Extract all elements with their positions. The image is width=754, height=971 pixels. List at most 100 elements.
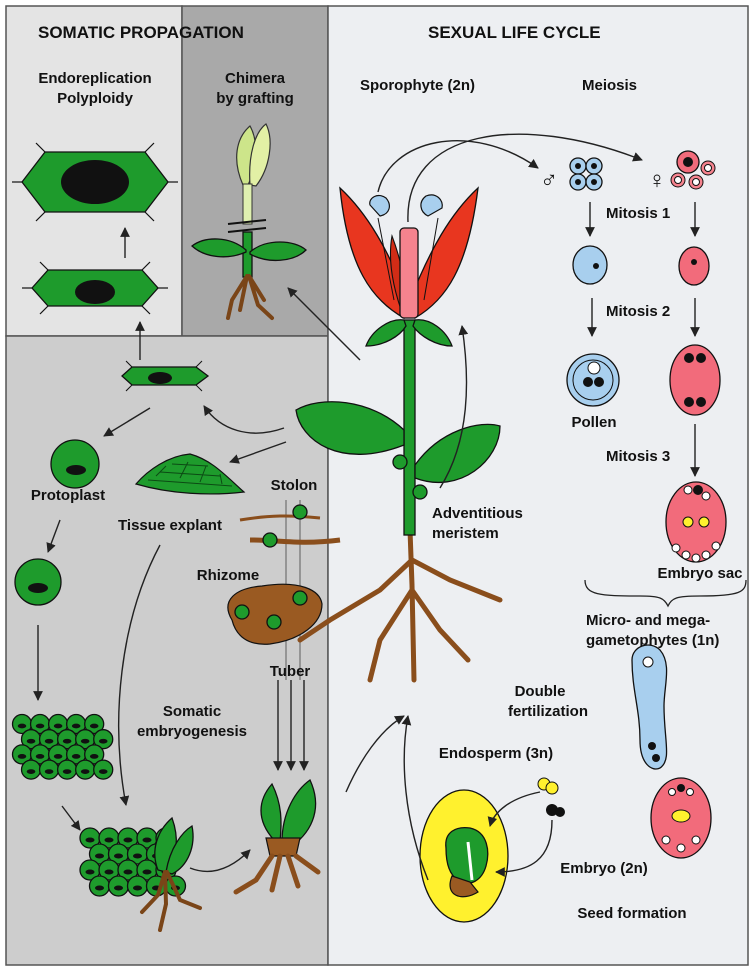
- label-meristem: meristem: [432, 525, 499, 542]
- arrow-callus-to-embryo: [61, 805, 81, 831]
- callus-nucleus: [98, 738, 108, 744]
- callus: [11, 713, 114, 780]
- arrow-protoplast-down: [46, 519, 61, 553]
- female-symbol: ♀: [648, 167, 666, 194]
- arrow-plant-to-cell: [203, 405, 285, 434]
- callus-nucleus: [35, 723, 45, 729]
- callus-nucleus: [142, 869, 152, 875]
- label-stolon: Stolon: [271, 477, 318, 494]
- label-adventitious: Adventitious: [432, 505, 523, 522]
- somatic-embryo-on-callus: [140, 816, 202, 932]
- panel-somatic-lower: [5, 335, 329, 966]
- callus-nucleus: [85, 869, 95, 875]
- arrow-plant-to-explant: [229, 441, 287, 464]
- label-rhizome: Rhizome: [197, 567, 260, 584]
- label-by-grafting: by grafting: [216, 90, 294, 107]
- microspore: [572, 245, 608, 285]
- label-double: Double: [515, 683, 566, 700]
- section-title-somatic: SOMATIC PROPAGATION: [38, 23, 244, 42]
- grafted-plant: [190, 123, 307, 320]
- callus-nucleus: [123, 869, 133, 875]
- callus-nucleus: [53, 754, 63, 759]
- callus-nucleus: [95, 853, 104, 859]
- callus-nucleus: [142, 837, 152, 843]
- label-endosperm: Endosperm (3n): [439, 745, 553, 762]
- label-gametophytes-2: gametophytes (1n): [586, 632, 719, 649]
- label-protoplast: Protoplast: [31, 487, 105, 504]
- arrow-meiosis-male: [377, 140, 539, 193]
- label-embryo: Embryo (2n): [560, 860, 648, 877]
- callus-nucleus: [53, 723, 63, 729]
- male-tetrad: [569, 157, 603, 191]
- arrow-meiosis-female: [407, 133, 643, 223]
- gametophyte-brace: [584, 579, 747, 608]
- label-sporophyte: Sporophyte (2n): [360, 77, 475, 94]
- callus-nucleus: [26, 738, 36, 744]
- callus-nucleus: [80, 738, 90, 744]
- female-tetrad: [670, 150, 716, 190]
- explant-cell: [121, 321, 210, 392]
- two-nucleate-embryo-sac: [669, 344, 721, 416]
- callus-nucleus: [114, 853, 123, 859]
- arrow-seed-to-plant: [401, 715, 429, 881]
- label-endoreplication: Endoreplication: [38, 70, 151, 87]
- callus-nucleus: [89, 754, 99, 759]
- arrow-to-embryo: [495, 819, 553, 877]
- label-embryogenesis: embryogenesis: [137, 723, 247, 740]
- callus-nucleus: [95, 885, 104, 891]
- callus-nucleus: [44, 769, 54, 774]
- callus-nucleus: [123, 837, 133, 843]
- callus-nucleus: [104, 837, 114, 843]
- megaspore: [678, 246, 710, 286]
- arrow-to-endosperm: [487, 791, 541, 827]
- arrow-plantlet-to-plant: [345, 715, 405, 793]
- sperm-cells: [537, 777, 565, 817]
- section-title-sexual: SEXUAL LIFE CYCLE: [428, 23, 601, 42]
- label-gametophytes-1: Micro- and mega-: [586, 612, 710, 629]
- label-embryo-sac: Embryo sac: [657, 565, 742, 582]
- label-mitosis-3: Mitosis 3: [606, 448, 670, 465]
- callus-nucleus: [26, 769, 36, 774]
- callus-nucleus: [133, 885, 142, 891]
- label-somatic: Somatic: [163, 703, 221, 720]
- seed: [419, 789, 509, 923]
- embryo-sac: [665, 481, 727, 563]
- callus-nucleus: [133, 853, 142, 859]
- pollen-tube: [631, 644, 668, 770]
- regenerated-plantlet: [233, 779, 321, 895]
- label-chimera: Chimera: [225, 70, 286, 87]
- callus-nucleus: [35, 754, 45, 759]
- tissue-explant: [134, 453, 246, 495]
- label-tuber: Tuber: [270, 663, 311, 680]
- callus-nucleus: [62, 738, 72, 744]
- callus-nucleus: [104, 869, 114, 875]
- arrow-explant-to-embryo: [118, 544, 161, 806]
- arrow-to-protoplast: [103, 407, 151, 437]
- callus-nucleus: [85, 837, 95, 843]
- dividing-cell: [14, 558, 62, 606]
- arrow-plant-to-chimera: [287, 287, 361, 361]
- panel-backgrounds: [5, 5, 749, 966]
- label-tissue-explant: Tissue explant: [118, 517, 222, 534]
- male-symbol: ♂: [540, 167, 558, 194]
- callus-nucleus: [17, 754, 27, 759]
- arrow-meristem: [439, 325, 469, 489]
- label-polyploidy: Polyploidy: [57, 90, 134, 107]
- large-polyploid-cell: [12, 142, 178, 222]
- label-pollen: Pollen: [571, 414, 616, 431]
- label-meiosis: Meiosis: [582, 77, 637, 94]
- callus-nucleus: [71, 754, 81, 759]
- label-mitosis-2: Mitosis 2: [606, 303, 670, 320]
- pollen-grain: [566, 353, 620, 407]
- callus-nucleus: [17, 723, 27, 729]
- fertilized-embryo-sac: [650, 777, 712, 859]
- arrow-embryo-to-plantlet: [189, 849, 251, 873]
- callus-nucleus: [98, 769, 108, 774]
- callus-nucleus: [71, 723, 81, 729]
- label-mitosis-1: Mitosis 1: [606, 205, 670, 222]
- callus-nucleus: [62, 769, 72, 774]
- callus-nucleus: [89, 723, 99, 729]
- label-fertilization: fertilization: [508, 703, 588, 720]
- label-seed-formation: Seed formation: [577, 905, 686, 922]
- protoplast-cell: [50, 439, 100, 489]
